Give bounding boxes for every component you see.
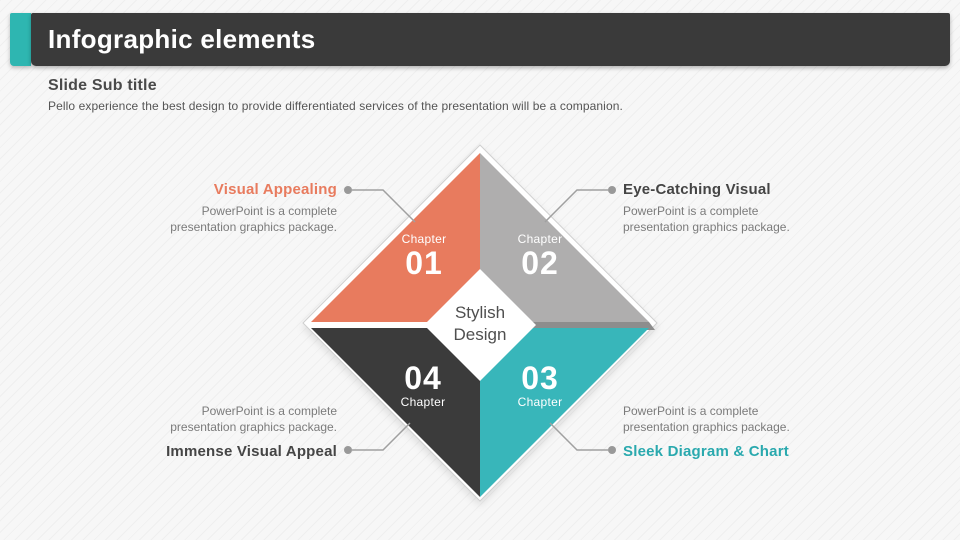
callout-top-left: Visual Appealing PowerPoint is a complet… <box>142 181 337 235</box>
callout-bottom-left: PowerPoint is a complete presentation gr… <box>142 404 337 460</box>
chapter-04-label: 04 Chapter <box>401 361 446 409</box>
quadrant-teal-chapter-03 <box>480 328 649 497</box>
callout-title: Visual Appealing <box>213 181 337 198</box>
callout-description: PowerPoint is a complete presentation gr… <box>623 404 790 434</box>
chapter-03-label: 03 Chapter <box>518 361 563 409</box>
callout-title: Sleek Diagram & Chart <box>623 443 789 460</box>
chapter-number: 04 <box>404 360 442 396</box>
subtitle-block: Slide Sub title Pello experience the bes… <box>48 77 908 113</box>
chapter-caption: Chapter <box>401 232 447 246</box>
callout-title: Immense Visual Appeal <box>166 443 337 460</box>
diagram-center-label: Stylish Design <box>453 302 507 344</box>
callout-description: PowerPoint is a complete presentation gr… <box>623 204 790 234</box>
chapter-01-label: Chapter 01 <box>402 232 447 280</box>
header-accent-square <box>10 13 31 66</box>
connector-line-top-right <box>544 189 608 223</box>
header-bar: Infographic elements <box>31 13 950 66</box>
chapter-caption: Chapter <box>517 232 563 246</box>
chapter-number: 01 <box>405 245 443 281</box>
chapter-caption: Chapter <box>517 395 563 409</box>
connector-dot-bottom-left <box>344 446 352 454</box>
connector-line-bottom-left <box>352 422 411 451</box>
quadrant-dark-chapter-04 <box>311 328 480 497</box>
callout-description: PowerPoint is a complete presentation gr… <box>170 404 337 434</box>
connector-line-bottom-right <box>549 422 608 451</box>
subtitle: Slide Sub title <box>48 77 157 94</box>
callout-description: PowerPoint is a complete presentation gr… <box>170 204 337 234</box>
callout-bottom-right: PowerPoint is a complete presentation gr… <box>623 404 818 460</box>
quadrant-orange-chapter-01 <box>311 153 480 322</box>
chapter-number: 02 <box>521 245 559 281</box>
connector-dot-top-left <box>344 186 352 194</box>
callout-top-right: Eye-Catching Visual PowerPoint is a comp… <box>623 181 818 235</box>
page-title: Infographic elements <box>48 24 316 54</box>
connector-line-top-left <box>352 189 416 223</box>
connector-dot-bottom-right <box>608 446 616 454</box>
callout-title: Eye-Catching Visual <box>623 181 771 198</box>
chapter-caption: Chapter <box>400 395 446 409</box>
quadrant-gray-chapter-02 <box>480 153 649 322</box>
chapter-02-label: Chapter 02 <box>518 232 563 280</box>
center-diamond <box>424 269 536 381</box>
chapter-number: 03 <box>521 360 559 396</box>
subtitle-description: Pello experience the best design to prov… <box>48 99 623 113</box>
connector-dot-top-right <box>608 186 616 194</box>
